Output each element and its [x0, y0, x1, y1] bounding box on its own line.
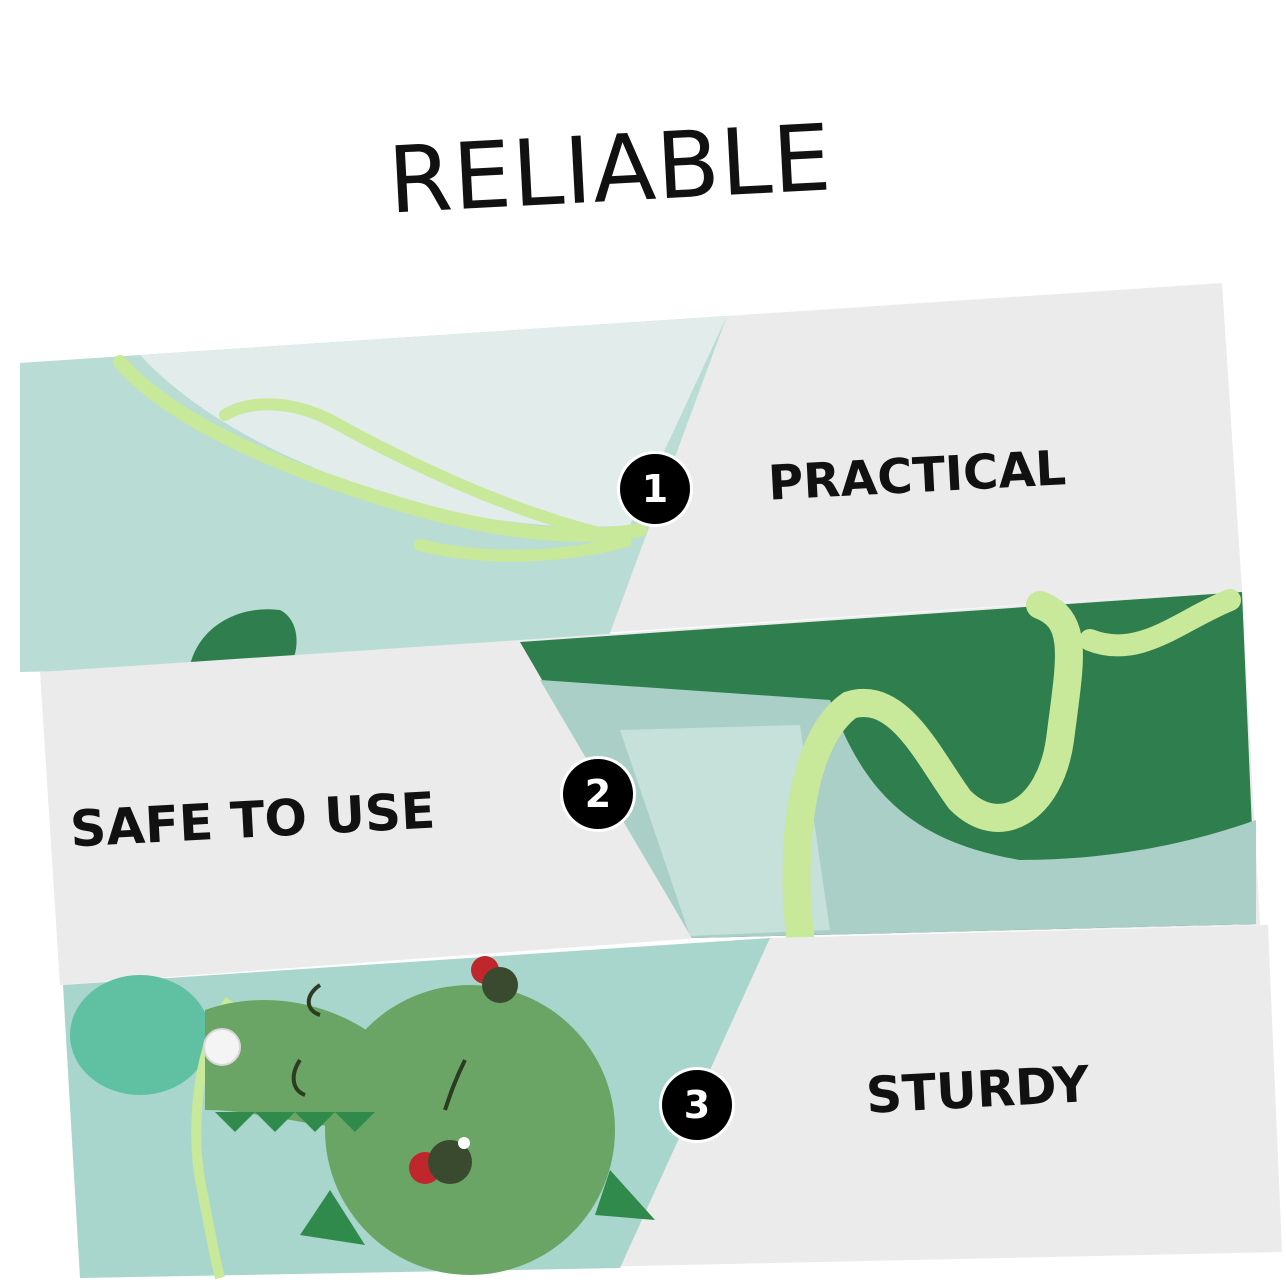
- bib-inner-panel: [140, 316, 727, 527]
- feature-1-number-badge: 1: [620, 454, 690, 524]
- dino-teeth: [215, 1112, 375, 1132]
- dino-nostril: [428, 1140, 472, 1184]
- feature-1-label: PRACTICAL: [766, 440, 1068, 512]
- row-2-white-panel: [620, 725, 830, 936]
- dino-eye: [482, 967, 518, 1003]
- feature-3-number-badge: 3: [662, 1070, 732, 1140]
- bib-snap-button: [203, 1028, 241, 1066]
- feature-3-label: STURDY: [864, 1055, 1091, 1125]
- row-2-trim-top: [1079, 589, 1241, 657]
- page-title: RELIABLE: [385, 104, 835, 235]
- bib-trim-inner: [219, 398, 632, 562]
- row-2-panel: [40, 589, 1260, 985]
- dino-nostril-shine: [458, 1137, 470, 1149]
- dino-arm: [595, 1170, 655, 1220]
- dino-ear: [70, 975, 210, 1095]
- feature-2-number-badge: 2: [563, 759, 633, 829]
- row-2-trim: [782, 591, 1083, 949]
- dino-fin-shape: [190, 609, 297, 665]
- dino-snout: [205, 1000, 380, 1130]
- dino-fin: [300, 1190, 365, 1245]
- dino-head: [325, 985, 615, 1275]
- bib-trim-outer: [113, 355, 647, 542]
- dino-brow: [306, 983, 322, 1017]
- dino-mouth: [291, 1058, 306, 1097]
- dino-wink: [443, 1059, 467, 1111]
